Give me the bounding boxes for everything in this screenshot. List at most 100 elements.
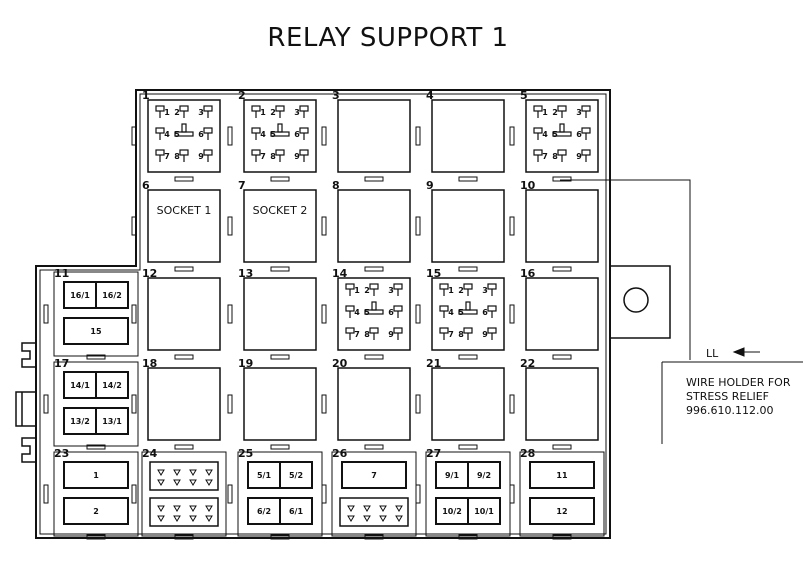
- latch-slot: [131, 394, 137, 414]
- relay-terminal: [179, 149, 189, 156]
- mounting-slot: [270, 354, 290, 360]
- diode-symbol: [173, 479, 181, 486]
- position-9: 9: [415, 179, 505, 272]
- relay-pin-label: 6: [294, 130, 300, 139]
- housing-outline: [35, 89, 611, 539]
- position-16: 16: [509, 267, 599, 360]
- relay-socket: [525, 367, 599, 441]
- diode-symbol: [157, 515, 165, 522]
- position-number: 26: [332, 447, 348, 460]
- latch-slot: [43, 394, 49, 414]
- fuse-label: 10/1: [474, 507, 494, 516]
- relay-terminal: [369, 283, 379, 290]
- relay-pin-label: 6: [198, 130, 204, 139]
- relay-terminal: [393, 327, 403, 334]
- position-13: 13: [227, 267, 317, 360]
- diode-symbol: [173, 505, 181, 512]
- mounting-slot: [364, 266, 384, 272]
- relay-socket: [243, 277, 317, 351]
- latch-slot: [509, 304, 515, 324]
- position-number: 16: [520, 267, 536, 280]
- position-number: 6: [142, 179, 150, 192]
- fuse-slot: [341, 461, 407, 489]
- relay-terminal: [439, 305, 449, 312]
- fuse-label: 2: [93, 507, 99, 516]
- relay-pin-label: 7: [448, 330, 454, 339]
- relay-terminal: [557, 105, 567, 112]
- diode-symbol: [363, 515, 371, 522]
- fuse-label: 5/1: [257, 471, 271, 480]
- relay-pin-label: 5: [174, 130, 180, 139]
- mounting-slot: [174, 354, 194, 360]
- relay-pin-label: 4: [542, 130, 548, 139]
- position-number: 28: [520, 447, 535, 460]
- relay-pin-label: 9: [482, 330, 488, 339]
- relay-pin-label: 2: [458, 286, 464, 295]
- latch-slot: [131, 126, 137, 146]
- position-number: 13: [238, 267, 253, 280]
- diode-symbol: [347, 515, 355, 522]
- relay-pin-label: 9: [388, 330, 394, 339]
- diode-symbol: [189, 505, 197, 512]
- latch-slot: [227, 394, 233, 414]
- note-leader-lines: [560, 179, 803, 444]
- position-number: 2: [238, 89, 246, 102]
- relay-socket: [337, 367, 411, 441]
- latch-slot: [321, 216, 327, 236]
- note-line-2: STRESS RELIEF: [686, 390, 769, 403]
- relay-terminal: [487, 305, 497, 312]
- latch-slot: [131, 304, 137, 324]
- relay-pin-label: 4: [260, 130, 266, 139]
- position-number: 10: [520, 179, 536, 192]
- relay-pin-label: 3: [482, 286, 488, 295]
- position-8: 8: [321, 179, 411, 272]
- fuse-label: 13/2: [70, 417, 90, 426]
- relay-pin-label: 3: [388, 286, 394, 295]
- relay-terminal: [345, 305, 355, 312]
- relay-terminal: [533, 127, 543, 134]
- relay-socket: [431, 189, 505, 263]
- diode-symbol: [205, 469, 213, 476]
- position-number: 1: [142, 89, 150, 102]
- diode-symbol: [189, 479, 197, 486]
- relay-pin-label: 7: [260, 152, 266, 161]
- relay-socket: [243, 99, 317, 173]
- mounting-slot: [364, 444, 384, 450]
- fuse-label: 15: [90, 327, 102, 336]
- mounting-slot: [458, 266, 478, 272]
- mounting-slot: [174, 266, 194, 272]
- relay-pin-label: 1: [354, 286, 360, 295]
- relay-terminal: [275, 149, 285, 156]
- relay-terminal: [487, 283, 497, 290]
- wire-marker-label: LL: [706, 347, 719, 360]
- relay-socket: [243, 189, 317, 263]
- relay-terminal: [155, 105, 165, 112]
- position-number: 9: [426, 179, 434, 192]
- fuse-slot: [529, 461, 595, 489]
- relay-socket: [337, 189, 411, 263]
- relay-pin-label: 6: [576, 130, 582, 139]
- mounting-slot: [458, 176, 478, 182]
- mounting-slot: [552, 176, 572, 182]
- mounting-slot: [364, 176, 384, 182]
- position-21: 21: [415, 357, 505, 450]
- relay-pin-label: 3: [294, 108, 300, 117]
- relay-socket: [243, 367, 317, 441]
- relay-terminal: [581, 105, 591, 112]
- latch-slot: [509, 126, 515, 146]
- relay-socket: [147, 277, 221, 351]
- position-18: 18: [131, 357, 221, 450]
- fuse-frame: [519, 451, 605, 537]
- latch-slot: [415, 304, 421, 324]
- position-number: 19: [238, 357, 253, 370]
- relay-terminal: [203, 149, 213, 156]
- position-number: 20: [332, 357, 348, 370]
- relay-socket: [337, 277, 411, 351]
